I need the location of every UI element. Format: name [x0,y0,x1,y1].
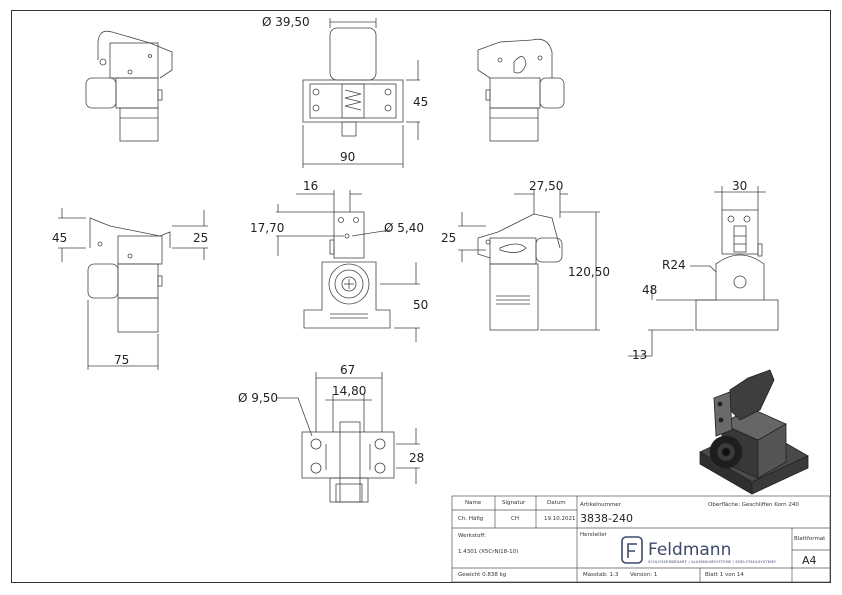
dim-side-25: 25 [441,231,457,245]
tb-blattformat-label: Blattformat [794,536,826,542]
dim-left-height: 45 [52,231,68,245]
tb-hersteller-label: Hersteller [580,532,607,538]
title-block-grid [451,495,831,583]
drawing-frame [11,10,831,583]
tb-artikel-value: 3838-240 [580,512,633,525]
tb-version: Version: 1 [630,572,658,578]
dim-top-width: 90 [340,150,356,164]
tb-artikel-label: Artikelnummer [580,502,621,508]
brand-name: Feldmann [648,540,732,560]
dim-bottom-28: 28 [409,451,425,465]
tb-datum: 19.10.2021 [544,516,576,522]
view-top-left-side [85,30,173,142]
tb-col-signatur: Signatur [502,500,526,506]
dim-end-30: 30 [732,179,748,193]
dim-left-right: 25 [193,231,209,245]
brand-subtitle: SCHLOSSERBEDARF / ALUMINIUMSYSTEME / EDE… [648,560,776,564]
view-left-elevation [58,208,208,370]
dim-top-height: 45 [413,95,429,109]
tb-massstab: Masstab: 1:3 [583,572,619,578]
view-front [276,190,420,342]
tb-signatur: CH [511,516,519,522]
tb-oberflaeche: Oberfläche: Geschliffen Korn 240 [708,502,799,508]
dim-end-48: 48 [642,283,658,297]
dim-end-r24: R24 [662,258,686,272]
tb-werkstoff-label: Werkstoff: [458,533,486,539]
dim-front-16: 16 [303,179,319,193]
dim-front-17: 17,70 [250,221,285,235]
tb-col-name: Name [465,500,482,506]
tb-name: Ch. Häfig [458,516,484,522]
title-block: Name Signatur Datum Ch. Häfig CH 19.10.2… [452,496,830,582]
view-end [628,186,779,357]
dim-bottom-diameter: Ø 9,50 [238,391,278,405]
view-top-right-side [477,38,565,142]
dim-side-27: 27,50 [529,179,564,193]
feldmann-logo-icon [621,536,643,564]
view-bottom [276,372,420,503]
dim-front-50: 50 [413,298,429,312]
dim-top-diameter: Ø 39,50 [262,15,310,29]
tb-gewicht: Gewicht 0.838 kg [458,572,507,578]
dim-left-width: 75 [114,353,130,367]
dim-front-hole: Ø 5,40 [384,221,424,235]
tb-blattformat-value: A4 [802,554,817,567]
dim-end-13: 13 [632,348,648,362]
view-top [302,18,420,168]
tb-col-datum: Datum [547,500,566,506]
dim-side-120: 120,50 [568,265,610,279]
dim-bottom-67: 67 [340,363,356,377]
view-isometric [699,369,809,495]
tb-blatt: Blatt 1 von 14 [705,572,744,578]
view-right-elevation [458,190,600,331]
tb-werkstoff-value: 1.4301 (X5CrNi18-10) [458,549,519,555]
dim-bottom-14: 14,80 [332,384,367,398]
